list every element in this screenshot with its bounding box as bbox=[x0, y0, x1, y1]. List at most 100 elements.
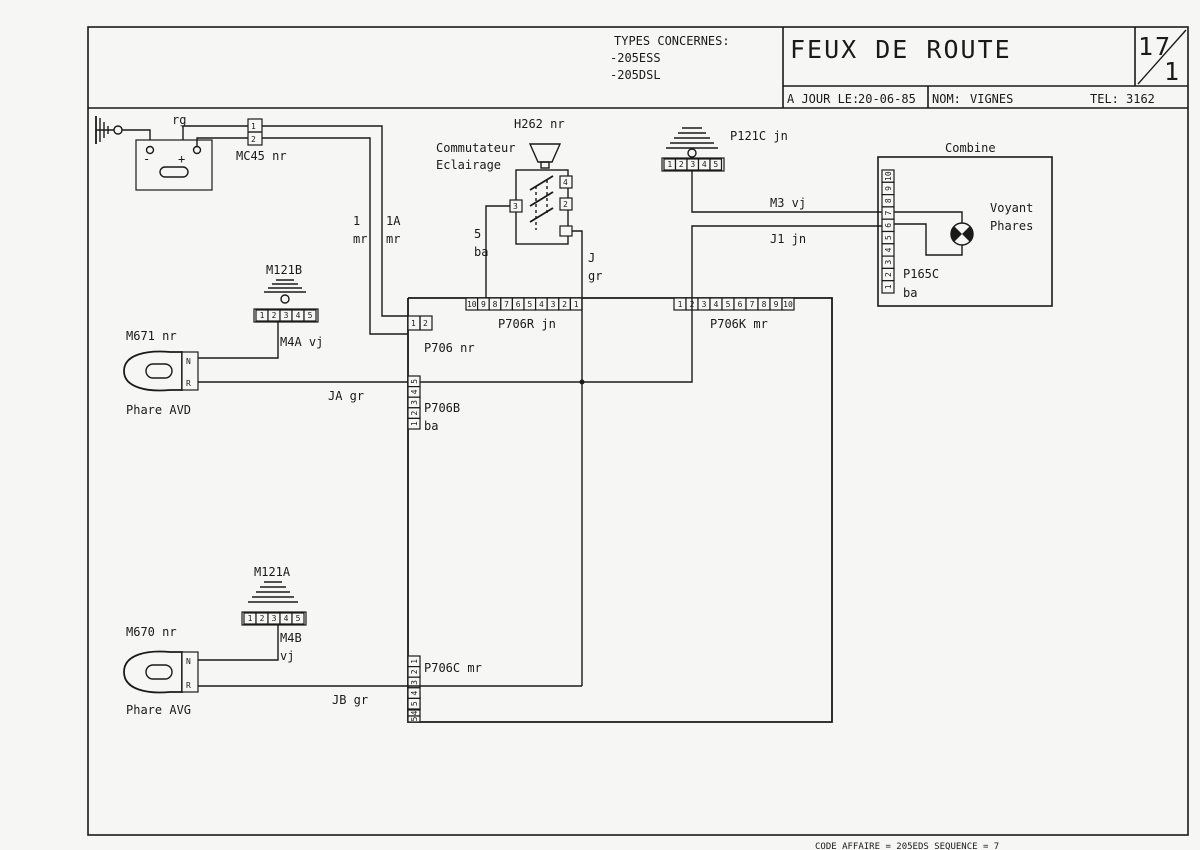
phare-avd-label: Phare AVD bbox=[126, 403, 191, 417]
p706-module-outline bbox=[407, 297, 833, 723]
svg-text:R: R bbox=[186, 379, 191, 388]
wire-1a-label-a: 1A bbox=[386, 214, 401, 228]
wire-5-ba bbox=[485, 205, 510, 298]
m671-label: M671 nr bbox=[126, 329, 177, 343]
combine-label: Combine bbox=[945, 141, 996, 155]
phare-avg-label: Phare AVG bbox=[126, 703, 191, 717]
types-title: TYPES CONCERNES: bbox=[614, 34, 730, 48]
voyant-label-1: Voyant bbox=[990, 201, 1033, 215]
pin-number: 8 bbox=[762, 300, 767, 309]
combine-box bbox=[877, 156, 1053, 307]
p706b-label-2: ba bbox=[424, 419, 438, 433]
pin-cell bbox=[407, 697, 421, 710]
pin-number: 4 bbox=[539, 300, 544, 309]
wire-j-gr bbox=[572, 230, 583, 298]
pin-number: 2 bbox=[562, 300, 567, 309]
pin-number: 1 bbox=[574, 300, 579, 309]
pin-cell bbox=[709, 158, 723, 171]
headlamp-m671: N R bbox=[123, 350, 199, 392]
wire-m3-label: M3 vj bbox=[770, 196, 806, 210]
pin-number: 6 bbox=[516, 300, 521, 309]
pin-cell bbox=[303, 309, 317, 322]
svg-text:1: 1 bbox=[251, 122, 256, 131]
pin-number: 2 bbox=[884, 272, 893, 277]
voyant-phares-lamp bbox=[950, 222, 974, 246]
svg-text:N: N bbox=[186, 357, 191, 366]
pin-number: 5 bbox=[884, 235, 893, 240]
type-205ess: -205ESS bbox=[610, 51, 661, 65]
pin-number: 10 bbox=[783, 300, 793, 309]
pin-number: 5 bbox=[726, 300, 731, 309]
pin-number: 1 bbox=[248, 614, 253, 623]
m121b-label: M121B bbox=[266, 263, 302, 277]
lamp-wire-top bbox=[894, 211, 963, 223]
pin-number: 4 bbox=[284, 614, 289, 623]
wire-j1-label: J1 jn bbox=[770, 232, 806, 246]
type-205dsl: -205DSL bbox=[610, 68, 661, 82]
p706r-label: P706R jn bbox=[498, 317, 556, 331]
sheet-subnumber: 1 bbox=[1164, 57, 1181, 86]
svg-text:3: 3 bbox=[513, 202, 518, 211]
pin-number: 9 bbox=[481, 300, 486, 309]
mc45-label: MC45 nr bbox=[236, 149, 287, 163]
pin-number: 2 bbox=[260, 614, 265, 623]
pin-number: 9 bbox=[884, 186, 893, 191]
svg-text:2: 2 bbox=[251, 135, 256, 144]
wire-j1-jn bbox=[691, 225, 882, 298]
p121c-label: P121C jn bbox=[730, 129, 788, 143]
pin-number: 1 bbox=[410, 421, 419, 426]
pin-number: 3 bbox=[410, 680, 419, 685]
wire-1-mr bbox=[262, 137, 408, 335]
battery: - + bbox=[135, 139, 213, 191]
headlamp-m670: N R bbox=[123, 650, 199, 694]
pin-number: 3 bbox=[410, 400, 419, 405]
pin-number: 6 bbox=[738, 300, 743, 309]
pin-number: 10 bbox=[467, 300, 477, 309]
pin-number: 5 bbox=[308, 311, 313, 320]
wire-jb-label: JB gr bbox=[332, 693, 368, 707]
sheet-number-slash bbox=[1137, 29, 1187, 85]
h262-label: H262 nr bbox=[514, 117, 565, 131]
wire-m4b-label-b: vj bbox=[280, 649, 294, 663]
connector-p706: 1 2 bbox=[407, 315, 433, 331]
wire-m4a-vj bbox=[198, 322, 279, 359]
svg-text:N: N bbox=[186, 657, 191, 666]
pin-cell bbox=[881, 280, 895, 294]
wire-1-label-a: 1 bbox=[353, 214, 360, 228]
pin-number: 5 bbox=[410, 701, 419, 706]
wire-m3-vj bbox=[691, 171, 882, 213]
pin-number: 2 bbox=[679, 160, 684, 169]
update-date: 20-06-85 bbox=[858, 92, 916, 106]
svg-text:2: 2 bbox=[563, 200, 568, 209]
pin-number: 4 bbox=[714, 300, 719, 309]
pin-cell bbox=[407, 715, 421, 723]
pin-number: 3 bbox=[702, 300, 707, 309]
pin-number: 4 bbox=[410, 710, 419, 715]
p165c-label-2: ba bbox=[903, 286, 917, 300]
p165c-label-1: P165C bbox=[903, 267, 939, 281]
battery-wire-rg bbox=[182, 125, 248, 140]
pin-number: 4 bbox=[410, 389, 419, 394]
pin-number: 7 bbox=[750, 300, 755, 309]
pin-number: 10 bbox=[884, 171, 893, 181]
pin-number: 1 bbox=[884, 284, 893, 289]
wire-1a-mr bbox=[262, 125, 408, 317]
pin-number: 5 bbox=[713, 160, 718, 169]
tel-label: TEL: bbox=[1090, 92, 1119, 106]
update-label: A JOUR LE: bbox=[787, 92, 859, 106]
pin-number: 3 bbox=[272, 614, 277, 623]
lamp-wire-bottom bbox=[894, 223, 963, 256]
junction-dot bbox=[579, 379, 585, 385]
lighting-switch-h262: 4 2 3 bbox=[509, 143, 573, 245]
pin-number: 3 bbox=[284, 311, 289, 320]
pin-number: 7 bbox=[884, 210, 893, 215]
svg-text:-: - bbox=[143, 152, 150, 166]
pin-number: 5 bbox=[410, 379, 419, 384]
pin-number: 5 bbox=[296, 614, 301, 623]
